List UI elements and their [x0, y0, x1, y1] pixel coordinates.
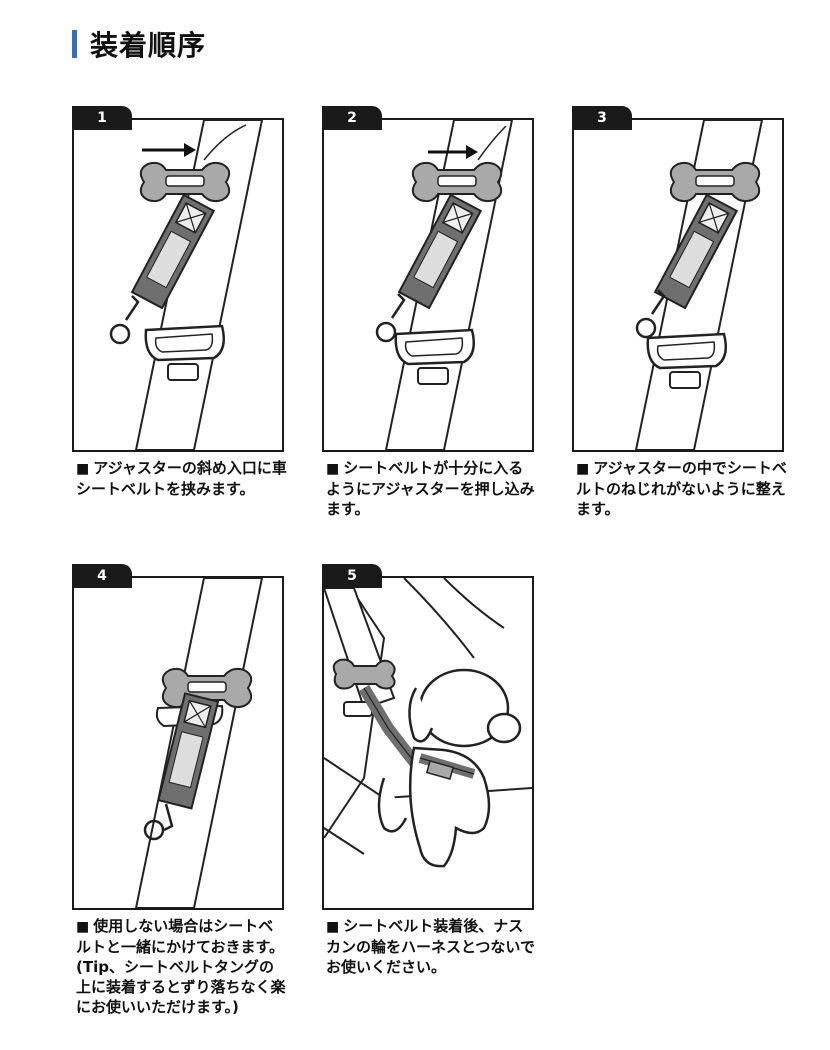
- right-arrow-icon: [428, 145, 478, 159]
- step-caption: ■シートベルト装着後、ナスカンの輪をハーネスとつないでお使いください。: [326, 917, 535, 976]
- black-square-icon: ■: [76, 919, 90, 935]
- black-square-icon: ■: [326, 919, 340, 935]
- black-square-icon: ■: [576, 461, 590, 477]
- step-2-illustration: [322, 118, 534, 452]
- step-number-tab: 3: [572, 106, 632, 130]
- step-1-illustration: [72, 118, 284, 452]
- step-number-tab: 2: [322, 106, 382, 130]
- step-3-illustration: [572, 118, 784, 452]
- right-arrow-icon: [142, 143, 196, 157]
- step-caption: ■アジャスターの斜め入口に車シートベルトを挟みます。: [76, 459, 287, 498]
- step-number-tab: 5: [322, 564, 382, 588]
- step-4-illustration: [72, 576, 284, 910]
- step-caption: ■使用しない場合はシートベルトと一緒にかけておきます。(Tip、シートベルトタン…: [76, 917, 286, 1016]
- black-square-icon: ■: [76, 461, 90, 477]
- title-accent-bar: [72, 30, 77, 58]
- page-title: 装着順序: [90, 29, 207, 62]
- step-caption: ■アジャスターの中でシートベルトのねじれがないように整えます。: [576, 459, 787, 518]
- step-caption: ■シートベルトが十分に入るようにアジャスターを押し込みます。: [326, 459, 535, 518]
- step-number-tab: 1: [72, 106, 132, 130]
- step-number-tab: 4: [72, 564, 132, 588]
- step-5-illustration: [322, 576, 534, 910]
- black-square-icon: ■: [326, 461, 340, 477]
